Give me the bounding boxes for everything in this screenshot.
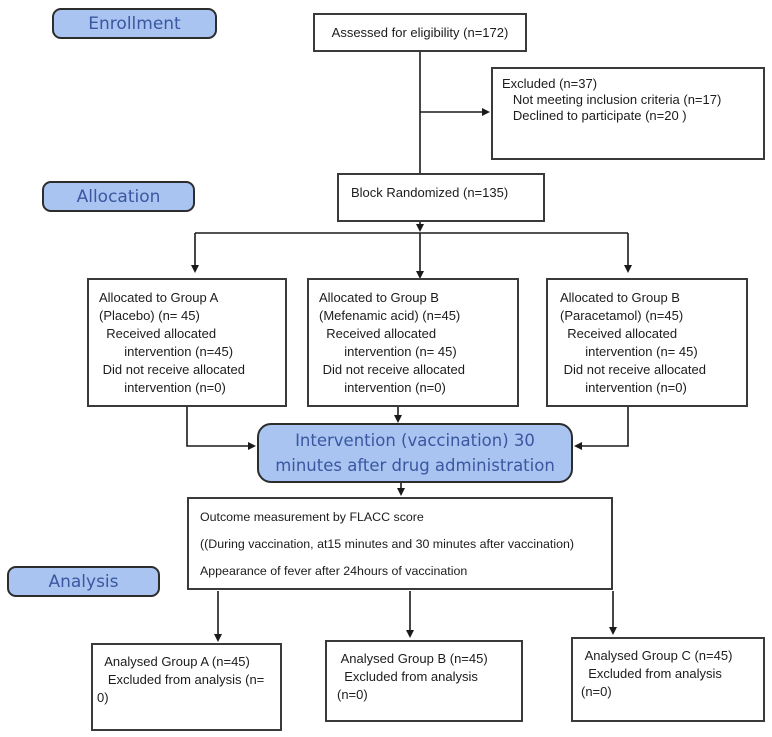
box-allocated-group-a-placebo: Allocated to Group A (Placebo) (n= 45) R… (87, 278, 287, 407)
box-intervention-vaccination: Intervention (vaccination) 30 minutes af… (257, 423, 573, 483)
stage-label-allocation: Allocation (42, 181, 195, 212)
box-allocated-group-c-paracetamol: Allocated to Group B (Paracetamol) (n=45… (546, 278, 748, 407)
stage-label-analysis: Analysis (7, 566, 160, 597)
box-analysed-group-a: Analysed Group A (n=45) Excluded from an… (91, 643, 282, 731)
box-outcome-measurement: Outcome measurement by FLACC score ((Dur… (187, 497, 613, 590)
box-allocated-group-b-mefenamic-acid: Allocated to Group B (Mefenamic acid) (n… (307, 278, 519, 407)
box-excluded: Excluded (n=37) Not meeting inclusion cr… (491, 67, 765, 160)
stage-label-enrollment: Enrollment (52, 8, 217, 39)
box-assessed-for-eligibility: Assessed for eligibility (n=172) (313, 13, 527, 52)
box-analysed-group-c: Analysed Group C (n=45) Excluded from an… (571, 637, 765, 722)
box-analysed-group-b: Analysed Group B (n=45) Excluded from an… (325, 640, 523, 722)
box-block-randomized: Block Randomized (n=135) (337, 173, 545, 222)
